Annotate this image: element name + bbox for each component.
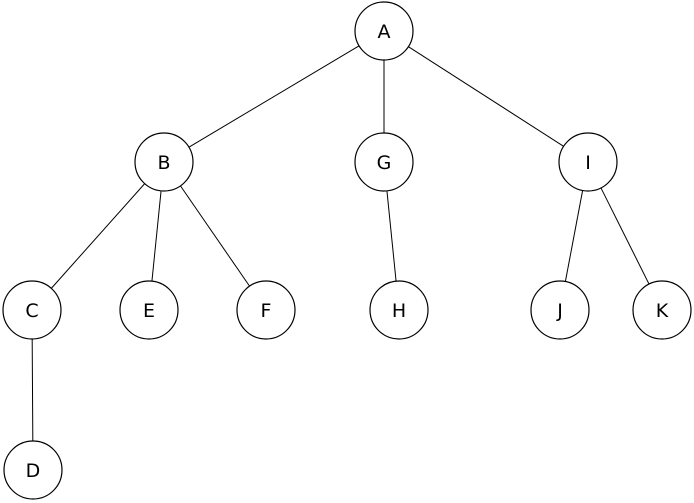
node-circle-k [632,280,692,340]
edge-c-d [31,338,34,442]
tree-node-j: J [530,280,590,340]
node-circle-c [2,280,62,340]
edge-i-k [600,187,650,285]
edge-i-j [564,190,584,282]
node-label-e: E [143,300,155,322]
edge-b-c [50,183,146,289]
edge-a-b [188,45,360,148]
tree-node-a: A [354,1,414,61]
node-label-j: J [556,300,563,322]
node-label-i: I [585,152,591,174]
node-circle-d [3,440,63,500]
node-label-f: F [261,300,272,322]
edge-g-h [386,190,397,282]
node-label-h: H [392,300,406,322]
node-label-b: B [157,152,170,174]
node-label-k: K [656,300,669,322]
tree-node-f: F [236,280,296,340]
tree-node-h: H [369,280,429,340]
edge-a-i [408,46,564,147]
node-circle-i [558,132,618,192]
edges-layer [31,45,650,442]
node-label-g: G [377,152,392,174]
node-label-d: D [26,460,41,482]
edge-b-f [180,185,250,287]
node-circle-g [354,132,414,192]
tree-node-e: E [119,280,179,340]
tree-node-d: D [3,440,63,500]
node-label-c: C [25,300,38,322]
tree-node-c: C [2,280,62,340]
node-circle-b [134,132,194,192]
tree-node-b: B [134,132,194,192]
node-circle-j [530,280,590,340]
node-circle-f [236,280,296,340]
edge-b-e [151,190,162,282]
tree-node-k: K [632,280,692,340]
node-label-a: A [378,21,391,43]
node-circle-e [119,280,179,340]
node-circle-a [354,1,414,61]
node-circle-h [369,280,429,340]
tree-node-g: G [354,132,414,192]
tree-node-i: I [558,132,618,192]
